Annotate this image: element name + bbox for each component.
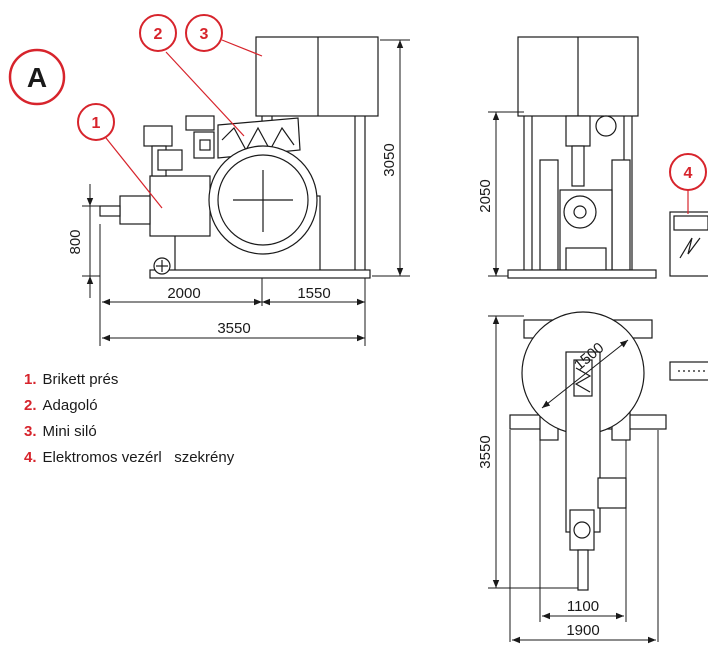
electrical-cabinet bbox=[669, 211, 708, 381]
dim-front-height: 2050 bbox=[477, 179, 494, 212]
dim-side-width-b: 1550 bbox=[297, 285, 330, 302]
callout-1: 1 bbox=[77, 103, 115, 141]
dim-top-width-outer: 1900 bbox=[566, 622, 599, 639]
svg-text:4: 4 bbox=[684, 165, 693, 182]
side-view bbox=[99, 36, 379, 279]
legend-item-2: 2.Adagoló bbox=[24, 397, 98, 414]
dim-side-height-base: 800 bbox=[67, 229, 84, 254]
callout-2: 2 bbox=[139, 14, 177, 52]
svg-text:2: 2 bbox=[154, 26, 163, 43]
dim-side-width-a: 2000 bbox=[167, 285, 200, 302]
callout-leaders bbox=[105, 39, 263, 209]
callout-3: 3 bbox=[185, 14, 223, 52]
svg-text:3: 3 bbox=[200, 26, 209, 43]
top-dimensions bbox=[488, 315, 659, 644]
legend: 1.Brikett prés 2.Adagoló 3.Mini siló 4.E… bbox=[24, 370, 234, 474]
dim-top-length: 3550 bbox=[477, 435, 494, 468]
dim-top-width-inner: 1100 bbox=[567, 598, 599, 615]
view-label-text: A bbox=[27, 62, 47, 93]
legend-item-1: 1.Brikett prés bbox=[24, 371, 119, 388]
legend-item-3: 3.Mini siló bbox=[24, 423, 97, 440]
callout-4: 4 bbox=[669, 153, 707, 191]
view-label: A bbox=[8, 48, 66, 106]
front-view bbox=[507, 36, 657, 279]
dim-side-height-total: 3050 bbox=[381, 143, 398, 176]
dim-side-width-total: 3550 bbox=[217, 320, 250, 337]
svg-text:1: 1 bbox=[92, 115, 101, 132]
side-dimensions bbox=[82, 39, 410, 346]
front-dimensions bbox=[488, 111, 524, 277]
legend-item-4: 4.Elektromos vezérl szekrény bbox=[24, 449, 235, 466]
